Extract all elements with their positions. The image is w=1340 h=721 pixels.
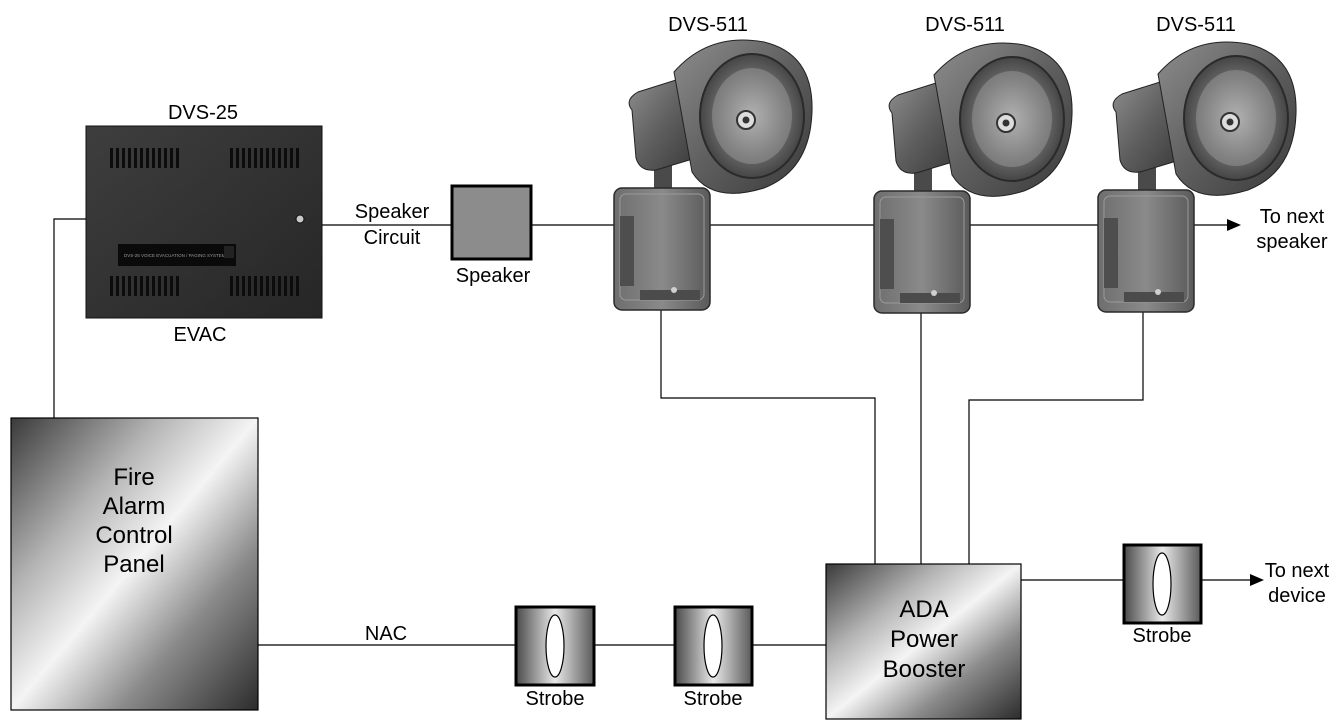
nac-label: NAC <box>365 623 407 645</box>
horn-1-model-label: DVS-511 <box>668 14 748 36</box>
strobe-1-lens-icon <box>545 614 565 678</box>
strobe-2-label: Strobe <box>684 688 743 710</box>
arrow-to-next-device <box>1250 574 1264 586</box>
speaker-box <box>450 184 533 261</box>
evac-vent-top <box>110 148 299 168</box>
strobe-3-label: Strobe <box>1133 625 1192 647</box>
facp-label-line1: Fire <box>113 464 154 491</box>
strobe-3 <box>1122 543 1203 625</box>
horn-3-model-label: DVS-511 <box>1156 14 1236 36</box>
evac-badge-logo <box>224 246 234 258</box>
speaker-box-label: Speaker <box>456 265 531 287</box>
wire-evac-to-facp <box>53 218 86 418</box>
booster-label-line3: Booster <box>883 656 966 683</box>
speaker-circuit-label-line2: Circuit <box>364 227 421 249</box>
evac-caption: EVAC <box>174 324 227 346</box>
booster-label-line2: Power <box>890 626 958 653</box>
horn-2-model-label: DVS-511 <box>925 14 1005 36</box>
facp-label-line2: Alarm <box>103 493 166 520</box>
facp-label-line3: Control <box>95 522 172 549</box>
strobe-2 <box>673 605 754 687</box>
evac-front-badge <box>118 244 236 266</box>
facp-label-line4: Panel <box>103 551 164 578</box>
strobe-1-label: Strobe <box>526 688 585 710</box>
strobe-2-lens-icon <box>703 614 723 678</box>
ada-power-booster <box>825 563 1022 720</box>
fire-alarm-control-panel <box>10 417 259 711</box>
arrow-to-next-speaker <box>1227 219 1241 231</box>
booster-label-line1: ADA <box>899 596 948 623</box>
horn-speaker-3-icon <box>1097 41 1298 313</box>
evac-model-label: DVS-25 <box>168 102 238 124</box>
to-next-speaker-line1: To next <box>1260 206 1325 228</box>
evac-lock-icon <box>295 214 305 224</box>
to-next-device-line1: To next <box>1265 560 1330 582</box>
strobe-3-lens-icon <box>1152 552 1172 616</box>
evac-vent-bottom <box>110 276 299 296</box>
strobe-1 <box>514 605 596 687</box>
wire-booster-to-horn-1 <box>660 278 876 564</box>
to-next-device-line2: device <box>1268 585 1326 607</box>
wires <box>53 218 1250 646</box>
evac-unit: DVS-25 VOICE EVACUATION / PAGING SYSTEM <box>85 125 323 319</box>
horn-speaker-1-icon <box>613 39 814 311</box>
horn-speaker-2-icon <box>873 42 1074 314</box>
speaker-circuit-label-line1: Speaker <box>355 201 430 223</box>
to-next-speaker-line2: speaker <box>1256 231 1327 253</box>
wire-booster-to-horn-3 <box>968 280 1144 564</box>
evac-badge-text: DVS-25 VOICE EVACUATION / PAGING SYSTEM <box>124 253 226 258</box>
